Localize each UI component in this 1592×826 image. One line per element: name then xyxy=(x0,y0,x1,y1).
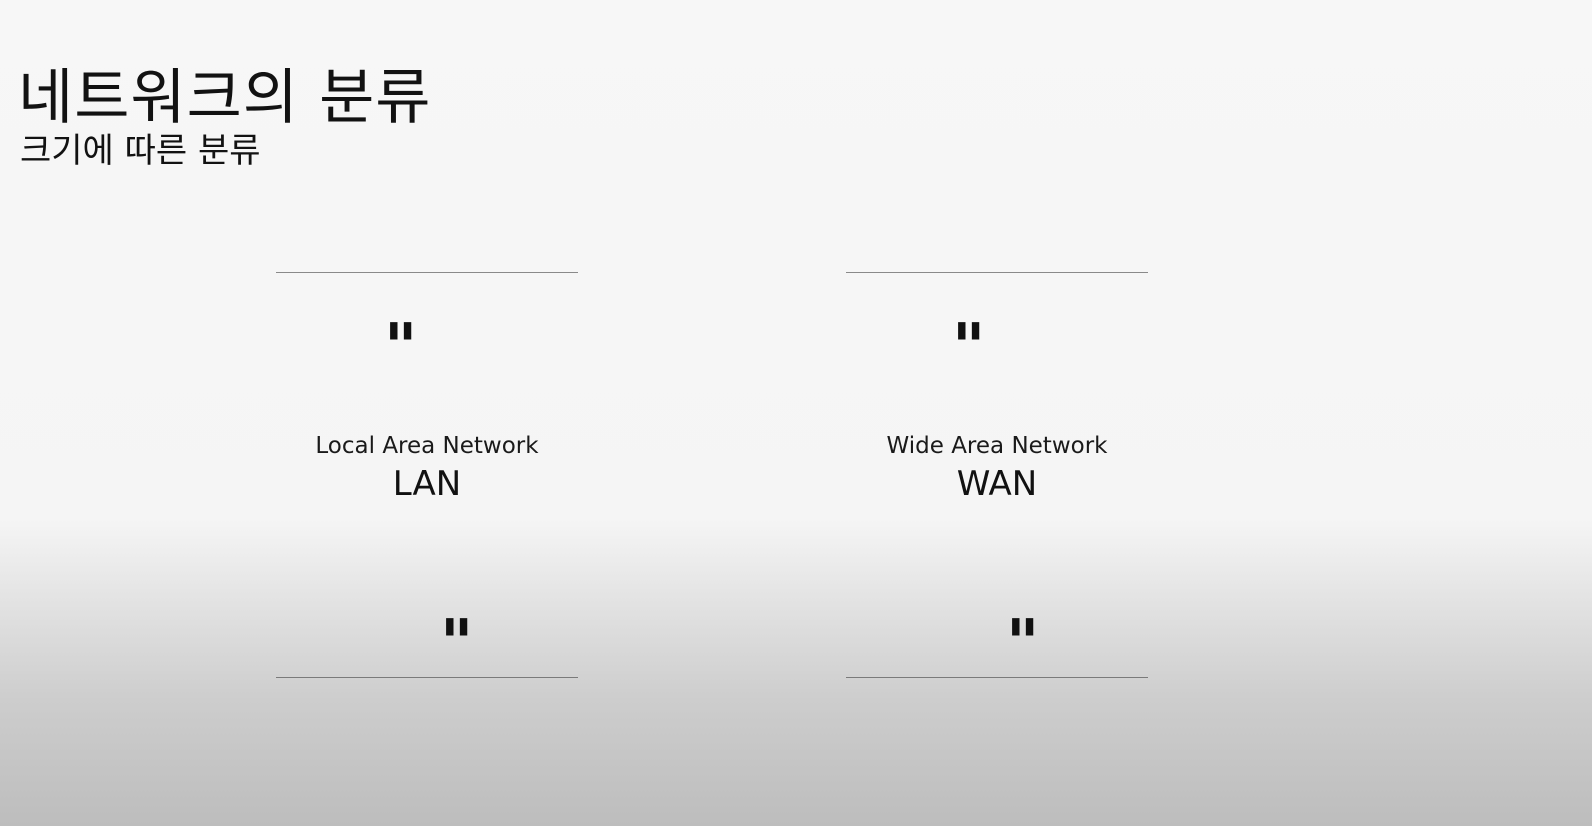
top-divider xyxy=(276,272,578,273)
bottom-divider xyxy=(846,677,1148,678)
slide-subtitle: 크기에 따른 분류 xyxy=(20,131,261,171)
open-quote-mark: " xyxy=(952,311,986,385)
bottom-divider xyxy=(276,677,578,678)
close-quote-mark: " xyxy=(440,607,474,681)
wan-abbreviation: WAN xyxy=(956,464,1038,504)
close-quote-mark: " xyxy=(1006,607,1040,681)
lan-full-name: Local Area Network xyxy=(315,433,539,459)
top-divider xyxy=(846,272,1148,273)
wan-full-name: Wide Area Network xyxy=(886,433,1108,459)
open-quote-mark: " xyxy=(384,311,418,385)
wan-quote-card: " Wide Area Network WAN " xyxy=(846,272,1148,688)
slide-title: 네트워크의 분류 xyxy=(18,63,432,133)
lan-quote-card: " Local Area Network LAN " xyxy=(276,272,578,688)
lan-abbreviation: LAN xyxy=(392,464,462,504)
